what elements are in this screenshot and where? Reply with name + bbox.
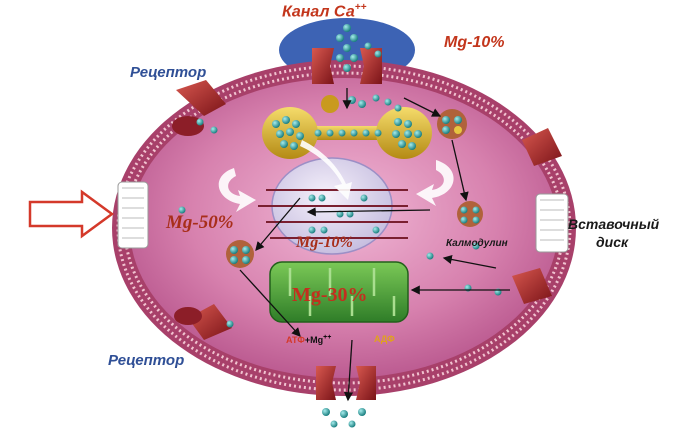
calmodulin-label: Калмодулин: [446, 238, 508, 249]
mg-10-top-label: Mg-10%: [444, 34, 505, 51]
pathway-arrows: [239, 88, 510, 402]
adp-label: АДФ: [374, 334, 395, 344]
bottom-channel: [316, 366, 376, 400]
receptor-right-top: [522, 128, 562, 166]
impulse-arrow: [28, 189, 115, 239]
white-flow-arrows: [218, 140, 454, 212]
atp-mg-sup: ++: [323, 334, 332, 341]
myofibrils: [258, 189, 408, 239]
insert-disk-label-line2: диск: [596, 234, 629, 250]
receptor-bottom-left: [174, 304, 232, 340]
insert-disk-label-line1: Вставочный: [568, 216, 660, 232]
insert-disk-right: [535, 193, 569, 253]
receptor-top-label: Рецептор: [130, 64, 207, 81]
mg-50-label: Mg-50%: [166, 212, 234, 233]
atp-mg-text: +Mg: [304, 335, 324, 345]
ca-channel-text: Канал Са: [282, 3, 355, 21]
mitochondrion: [269, 261, 409, 323]
receptor-right-bottom: [512, 268, 552, 304]
ca-channel-sup: ++: [354, 2, 367, 13]
mg-10-center-label: Mg-10%: [296, 234, 353, 251]
receptor-top-left: [172, 80, 226, 136]
atp-mg-label: АТФ+Mg++: [286, 334, 331, 345]
ca-ion: [178, 24, 502, 428]
atp-text: АТФ: [286, 335, 305, 345]
calmodulin-complex: [226, 95, 483, 268]
mg-30-label: Mg-30%: [292, 284, 368, 306]
receptor-bottom-label: Рецептор: [108, 352, 185, 369]
ca-channel-label: Канал Са++: [282, 2, 366, 21]
